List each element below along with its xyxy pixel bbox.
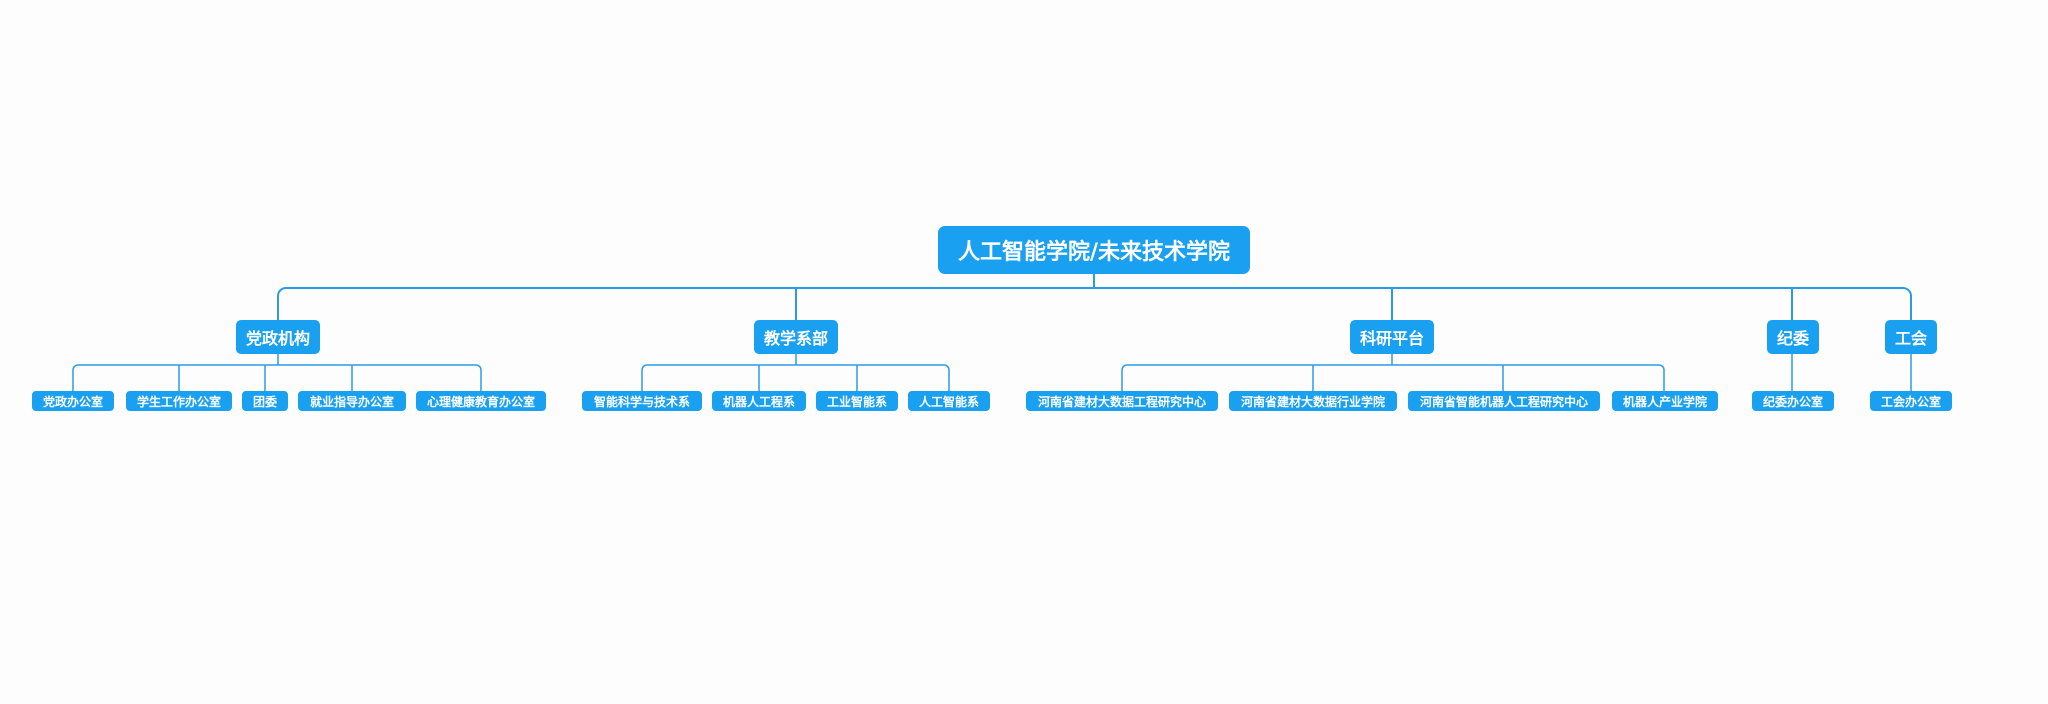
org-leaf-node[interactable]: 学生工作办公室 [126, 391, 232, 411]
org-leaf-node[interactable]: 机器人工程系 [712, 391, 806, 411]
org-leaf-node[interactable]: 工业智能系 [816, 391, 898, 411]
org-leaf-node[interactable]: 人工智能系 [908, 391, 990, 411]
root-connectors [277, 273, 1912, 320]
org-dept-node[interactable]: 党政机构 [236, 320, 320, 354]
org-dept-node[interactable]: 教学系部 [754, 320, 838, 354]
dept-2-connectors [641, 354, 950, 392]
connector-dept-3-rail [1121, 364, 1665, 392]
org-leaf-node[interactable]: 纪委办公室 [1752, 391, 1834, 411]
org-leaf-node[interactable]: 团委 [242, 391, 288, 411]
org-leaf-node[interactable]: 河南省智能机器人工程研究中心 [1408, 391, 1600, 411]
connector-dept-1-rail [72, 364, 482, 392]
org-leaf-node[interactable]: 机器人产业学院 [1612, 391, 1718, 411]
org-dept-node[interactable]: 纪委 [1767, 320, 1819, 354]
org-root-node[interactable]: 人工智能学院/未来技术学院 [938, 226, 1250, 274]
org-dept-node[interactable]: 科研平台 [1350, 320, 1434, 354]
org-dept-node[interactable]: 工会 [1885, 320, 1937, 354]
dept-3-connectors [1121, 354, 1665, 392]
connector-root-rail [277, 287, 1912, 320]
org-leaf-node[interactable]: 心理健康教育办公室 [416, 391, 546, 411]
org-leaf-node[interactable]: 工会办公室 [1870, 391, 1952, 411]
org-leaf-node[interactable]: 党政办公室 [32, 391, 114, 411]
dept-1-connectors [72, 354, 482, 392]
org-leaf-node[interactable]: 就业指导办公室 [298, 391, 406, 411]
org-leaf-node[interactable]: 河南省建材大数据工程研究中心 [1026, 391, 1218, 411]
org-leaf-node[interactable]: 河南省建材大数据行业学院 [1229, 391, 1397, 411]
connector-dept-2-rail [641, 364, 950, 392]
org-leaf-node[interactable]: 智能科学与技术系 [582, 391, 702, 411]
